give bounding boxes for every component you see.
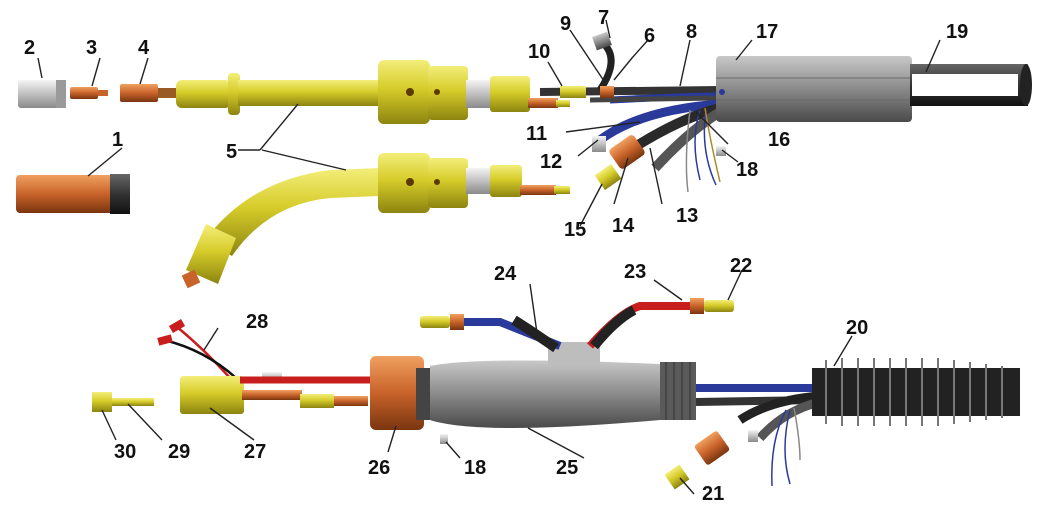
label-part-22: 22 (730, 255, 752, 277)
label-part-1: 1 (112, 129, 123, 151)
label-part-3: 3 (86, 37, 97, 59)
part-tip-holder (120, 84, 176, 102)
leader-lines (37, 19, 941, 495)
label-part-2: 2 (24, 37, 35, 59)
label-part-16: 16 (768, 129, 790, 151)
label-part-21: 21 (702, 483, 724, 505)
lower-assembly (92, 298, 1020, 490)
label-part-7: 7 (598, 7, 609, 29)
part-neck-straight (176, 60, 570, 124)
label-part-4: 4 (138, 37, 150, 59)
label-part-15: 15 (564, 219, 586, 241)
label-part-24: 24 (494, 263, 517, 285)
part-labels: 2 3 4 1 5 6 7 8 9 10 11 12 13 14 15 16 1… (24, 7, 968, 505)
cable-bundle-upper (539, 31, 1032, 193)
part-nozzle-copper-large (16, 174, 130, 214)
label-part-10: 10 (528, 41, 550, 63)
label-part-6: 6 (644, 25, 655, 47)
label-part-13: 13 (676, 205, 698, 227)
label-part-23: 23 (624, 261, 646, 283)
label-part-18-lower: 18 (464, 457, 486, 479)
label-part-12: 12 (540, 151, 562, 173)
label-part-5: 5 (226, 141, 237, 163)
label-part-17: 17 (756, 21, 778, 43)
label-part-27: 27 (244, 441, 266, 463)
label-part-28: 28 (246, 311, 268, 333)
part-neck-bent (181, 153, 570, 289)
label-part-19: 19 (946, 21, 968, 43)
label-part-11: 11 (526, 123, 547, 145)
label-part-8: 8 (686, 21, 697, 43)
label-part-20: 20 (846, 317, 868, 339)
label-part-25: 25 (556, 457, 578, 479)
label-part-9: 9 (560, 13, 571, 35)
part-gas-nozzle-silver (18, 80, 66, 108)
label-part-26: 26 (368, 457, 390, 479)
label-part-14: 14 (612, 215, 635, 237)
label-part-18-upper: 18 (736, 159, 758, 181)
part-contact-tip-small (70, 87, 108, 99)
label-part-30: 30 (114, 441, 136, 463)
label-part-29: 29 (168, 441, 190, 463)
